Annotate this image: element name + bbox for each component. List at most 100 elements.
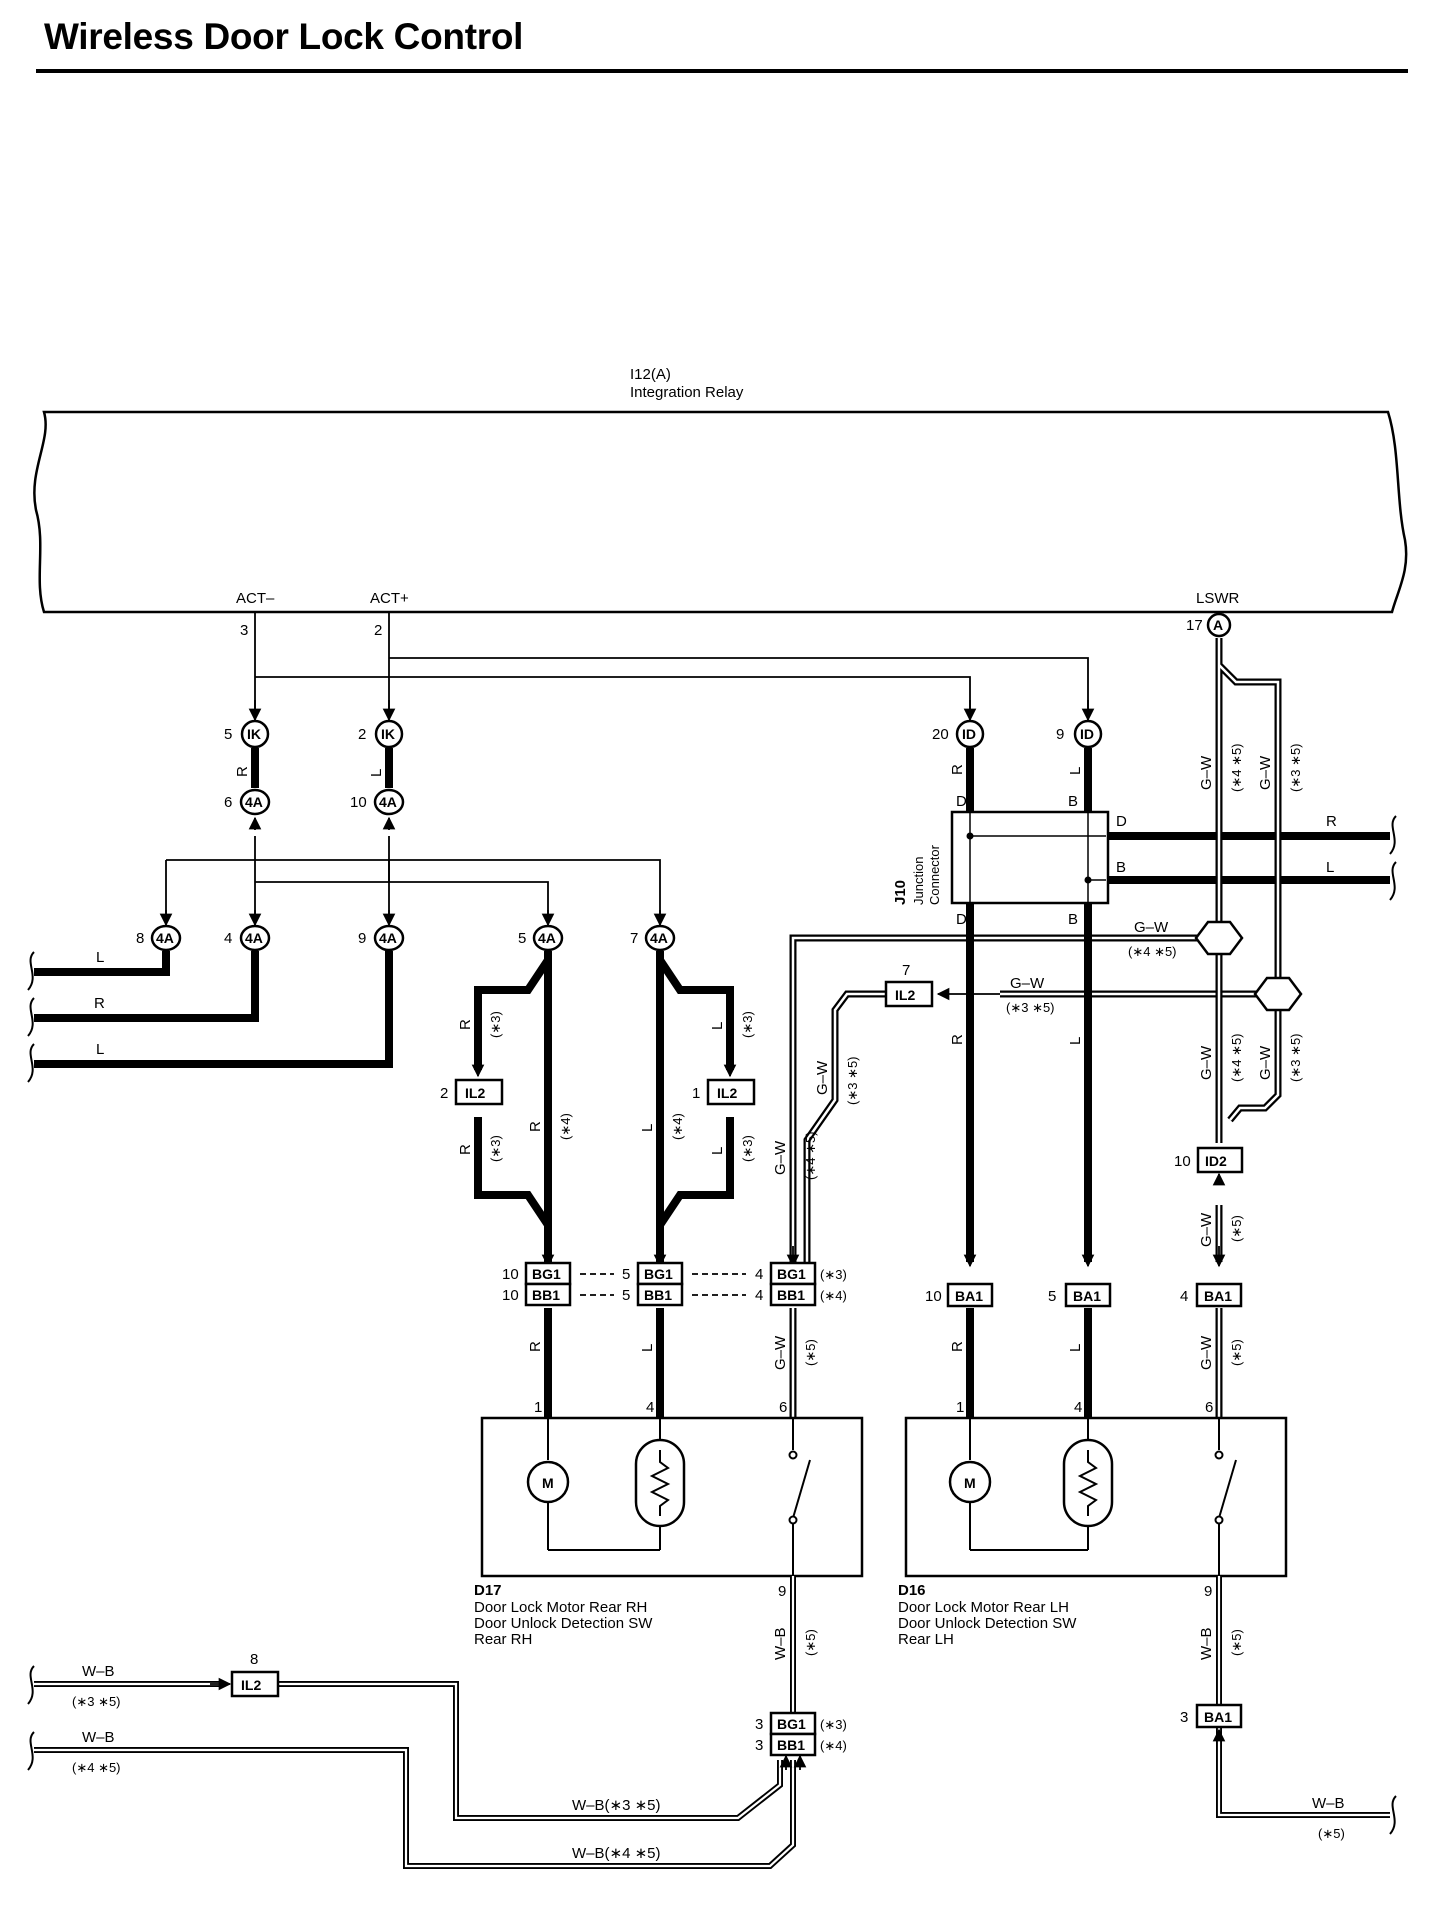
pin-act-minus-label: ACT–	[236, 590, 275, 607]
pin-4a-10: 10	[350, 794, 367, 811]
wire-l: L	[709, 1022, 726, 1030]
connector-id2-label: ID2	[1205, 1153, 1227, 1169]
pin-bg-3: 3	[755, 1716, 763, 1733]
wire-r: R	[457, 1144, 474, 1155]
wire-l: L	[709, 1147, 726, 1155]
note-45: (∗4 ∗5)	[72, 1760, 121, 1775]
wire-r: R	[94, 995, 105, 1012]
note-35: (∗3 ∗5)	[72, 1694, 121, 1709]
pin-4a-4: 4	[224, 930, 232, 947]
connector-il2-label: IL2	[895, 987, 915, 1003]
note-3: (∗3)	[740, 1135, 755, 1162]
connector-bb1-label: BB1	[532, 1287, 560, 1303]
d16-line1: Door Lock Motor Rear LH	[898, 1599, 1069, 1616]
connector-4a-label: 4A	[245, 930, 263, 946]
pin-d16-6: 6	[1205, 1399, 1213, 1416]
wire-l: L	[1067, 1037, 1084, 1045]
note-3: (∗3)	[820, 1717, 847, 1732]
pin-bg-10: 10	[502, 1266, 519, 1283]
note-35: (∗3 ∗5)	[1288, 1033, 1303, 1082]
pin-d16-9: 9	[1204, 1583, 1212, 1600]
pin-id-20: 20	[932, 726, 949, 743]
integration-relay-box	[33, 410, 1408, 614]
wire-l: L	[368, 769, 385, 777]
note-3: (∗3)	[740, 1011, 755, 1038]
wire-wb: W–B	[82, 1663, 115, 1680]
wire-l: L	[1067, 1344, 1084, 1352]
connector-bg1-label: BG1	[532, 1266, 561, 1282]
wire-wb-45: W–B(∗4 ∗5)	[572, 1845, 660, 1862]
note-5: (∗5)	[1229, 1339, 1244, 1366]
connector-4a-label: 4A	[156, 930, 174, 946]
wire-gw: G–W	[1198, 755, 1215, 790]
note-5: (∗5)	[1229, 1629, 1244, 1656]
wire-r: R	[1326, 813, 1337, 830]
connector-il2-label: IL2	[717, 1085, 737, 1101]
connector-a-label: A	[1213, 617, 1223, 633]
connector-ba1-row	[946, 1282, 1243, 1308]
pin-bb-5: 5	[622, 1287, 630, 1304]
motor-label: M	[964, 1475, 976, 1491]
connector-ik-icon	[240, 719, 270, 749]
wire-gw: G–W	[814, 1060, 831, 1095]
wire-r: R	[949, 1341, 966, 1352]
pin-3: 3	[240, 622, 248, 639]
splice-icon	[1253, 976, 1303, 1012]
page-title: Wireless Door Lock Control	[44, 16, 524, 57]
wire-r: R	[949, 1034, 966, 1045]
wire-wb-35: W–B(∗3 ∗5)	[572, 1797, 660, 1814]
pin-il2-7: 7	[902, 962, 910, 979]
note-4: (∗4)	[558, 1113, 573, 1140]
pin-bb-10: 10	[502, 1287, 519, 1304]
connector-bg1-bb1-bottom	[769, 1703, 1243, 1757]
pin-act-plus-label: ACT+	[370, 590, 409, 607]
relay-code: I12(A)	[630, 366, 671, 383]
pin-il2-1: 1	[692, 1085, 700, 1102]
wire-gw: G–W	[1198, 1335, 1215, 1370]
pin-d17-4: 4	[646, 1399, 654, 1416]
connector-il2-label: IL2	[465, 1085, 485, 1101]
pin-d16-4: 4	[1074, 1399, 1082, 1416]
connector-bb1-label: BB1	[644, 1287, 672, 1303]
wire-d: D	[956, 911, 967, 928]
connector-ik-icon	[374, 719, 404, 749]
connector-bg1-bb1-row	[524, 1261, 817, 1307]
pin-4a-6: 6	[224, 794, 232, 811]
pin-id-9: 9	[1056, 726, 1064, 743]
connector-ba1-label: BA1	[1204, 1709, 1232, 1725]
pin-17: 17	[1186, 617, 1203, 634]
wire-l: L	[639, 1124, 656, 1132]
note-35: (∗3 ∗5)	[845, 1056, 860, 1105]
d17-line3: Rear RH	[474, 1631, 532, 1648]
note-4: (∗4)	[670, 1113, 685, 1140]
connector-4a-label: 4A	[245, 794, 263, 810]
note-5: (∗5)	[803, 1339, 818, 1366]
connector-4a-icon	[239, 788, 271, 816]
note-3: (∗3)	[488, 1135, 503, 1162]
pin-d16-1: 1	[956, 1399, 964, 1416]
junction-name: Junction	[911, 857, 926, 905]
splice-icon	[1194, 920, 1244, 956]
pin-ik-5: 5	[224, 726, 232, 743]
connector-il2-box	[706, 1078, 756, 1106]
connector-bb1-label: BB1	[777, 1287, 805, 1303]
pin-il2-2: 2	[440, 1085, 448, 1102]
wire-r: R	[457, 1019, 474, 1030]
junction-name: Connector	[927, 844, 942, 905]
pin-bg-5: 5	[622, 1266, 630, 1283]
relay-name: Integration Relay	[630, 384, 744, 401]
connector-a-icon	[1206, 612, 1232, 638]
wire-gw: G–W	[1257, 1045, 1274, 1080]
wire-l: L	[1326, 859, 1334, 876]
wire-b: B	[1116, 859, 1126, 876]
connector-ba1-label: BA1	[1204, 1288, 1232, 1304]
switch-icon	[792, 1459, 811, 1519]
connector-id-icon	[1073, 719, 1103, 749]
d17-code: D17	[474, 1582, 502, 1599]
note-5: (∗5)	[1318, 1826, 1345, 1841]
note-35: (∗3 ∗5)	[1288, 743, 1303, 792]
wire-d: D	[1116, 813, 1127, 830]
connector-bg1-label: BG1	[777, 1716, 806, 1732]
wire-d: D	[956, 793, 967, 810]
